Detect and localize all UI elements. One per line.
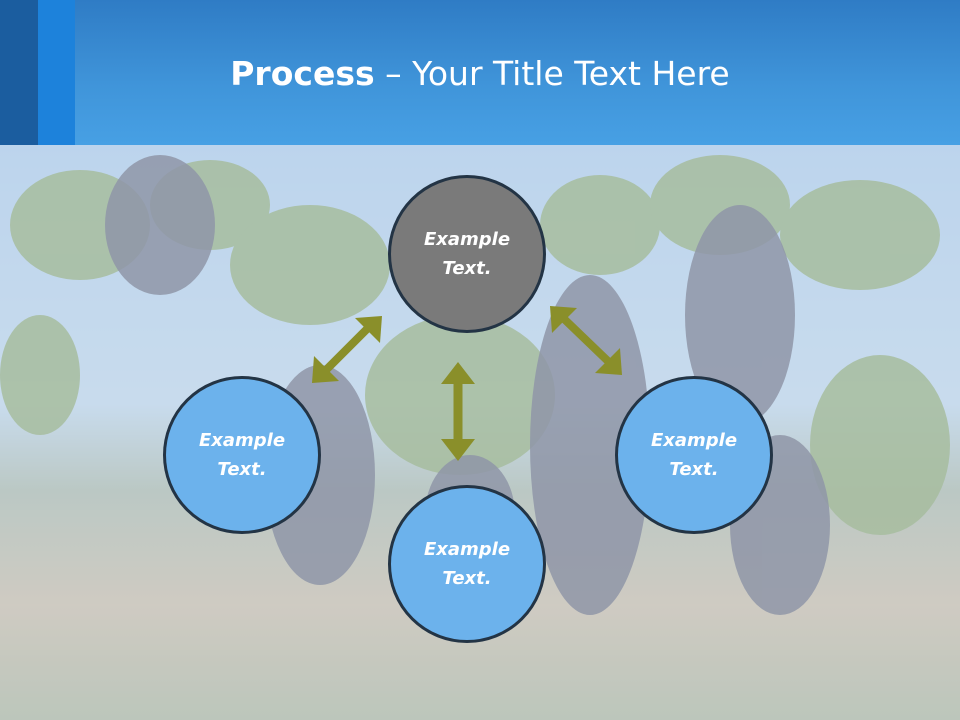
- arrow-vertical: [441, 362, 475, 461]
- arrow-top-right: [550, 306, 622, 375]
- node-text-line2: Text.: [217, 459, 267, 480]
- node-text-line1: Example: [423, 539, 511, 560]
- title-banner: Process – Your Title Text Here: [0, 0, 960, 145]
- title-bold: Process: [230, 54, 375, 93]
- node-text-line1: Example: [423, 229, 511, 250]
- title-rest: – Your Title Text Here: [374, 54, 730, 93]
- node-text-line1: Example: [198, 430, 286, 451]
- slide-title: Process – Your Title Text Here: [75, 52, 885, 96]
- node-text-line2: Text.: [442, 258, 492, 279]
- accent-stripe-light: [38, 0, 75, 145]
- node-text-line2: Text.: [669, 459, 719, 480]
- node-text-line1: Example: [650, 430, 738, 451]
- arrow-top-left: [312, 316, 382, 383]
- node-text-line2: Text.: [442, 568, 492, 589]
- accent-stripe-dark: [0, 0, 38, 145]
